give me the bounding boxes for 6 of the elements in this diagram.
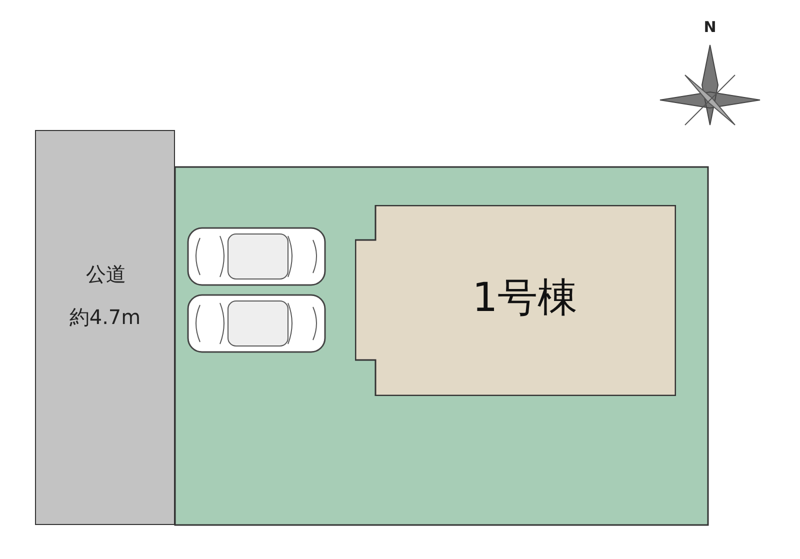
building-footprint [355,205,676,396]
road-band [35,130,175,525]
road-name: 公道 [85,261,127,288]
dimension-label: 約4.7m [68,304,142,331]
building-label: 1号棟 [471,274,579,323]
compass-north-label: N [702,18,718,36]
